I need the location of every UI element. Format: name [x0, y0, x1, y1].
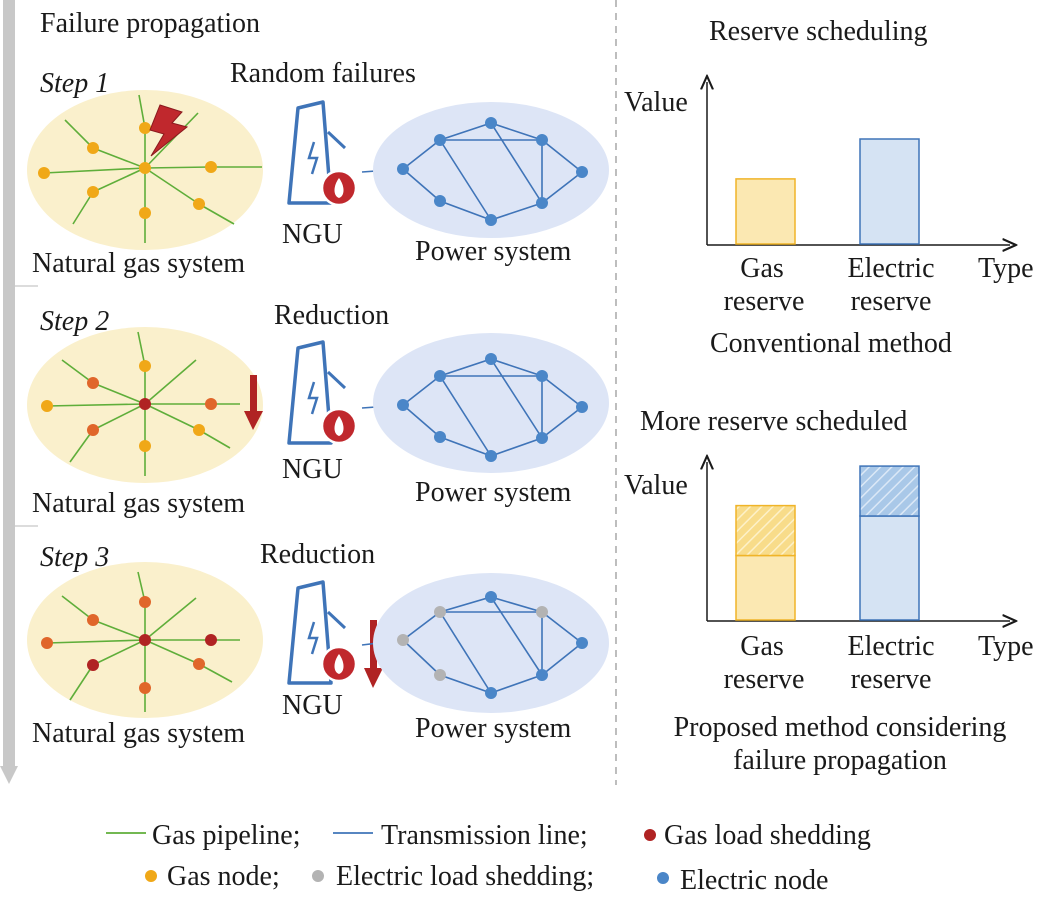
- gas-node-legend-dot: [145, 870, 157, 882]
- ngu-label: NGU: [282, 219, 343, 250]
- electric-reserve-bar-additional: [859, 465, 920, 517]
- legend-gas-pipeline: Gas pipeline;: [152, 820, 301, 851]
- gas-reserve-bar: [735, 178, 796, 245]
- step-3-label: Step 3: [40, 542, 109, 573]
- proposed-caption-line1: Proposed method considering: [674, 712, 1007, 743]
- legend-electric-node: Electric node: [680, 865, 828, 896]
- conventional-method-caption: Conventional method: [710, 328, 952, 359]
- power-system-label: Power system: [415, 236, 572, 267]
- proposed-bars: [735, 465, 920, 621]
- gas-reserve-bar-base: [735, 554, 796, 621]
- lightning-icon: [149, 104, 189, 157]
- y-axis-label: Value: [624, 87, 688, 118]
- step-2-label: Step 2: [40, 306, 109, 337]
- electric-reserve-bar: [859, 138, 920, 245]
- conventional-bars: [735, 138, 920, 245]
- category-label-gas-line1: Gas: [740, 631, 784, 662]
- gas-nodes: [41, 596, 217, 694]
- category-label-gas-line2: reserve: [724, 664, 805, 695]
- legend-gas-load-shedding: Gas load shedding: [664, 820, 871, 851]
- category-label-electric-line1: Electric: [847, 253, 934, 284]
- power-system-area: [373, 573, 609, 713]
- electric-nodes: [397, 591, 588, 699]
- gas-nodes: [41, 360, 217, 452]
- step-2-event: Reduction: [274, 300, 389, 331]
- category-label-electric-line1: Electric: [847, 631, 934, 662]
- y-axis-label: Value: [624, 470, 688, 501]
- ngu-icon: [287, 340, 358, 445]
- electric-nodes: [397, 117, 588, 226]
- ngu-icon: [287, 580, 358, 685]
- power-system-label: Power system: [415, 477, 572, 508]
- ngu-icon: [287, 100, 358, 207]
- electric-reserve-bar-base: [859, 515, 920, 621]
- proposed-caption-line2: failure propagation: [733, 745, 947, 776]
- electric-node-legend-dot: [657, 872, 669, 884]
- gas-nodes: [38, 122, 217, 219]
- category-label-gas-line1: Gas: [740, 253, 784, 284]
- legend-gas-node: Gas node;: [167, 861, 280, 892]
- transmission-network: [402, 358, 584, 457]
- ngu-label: NGU: [282, 690, 343, 721]
- legend-transmission-line: Transmission line;: [381, 820, 588, 851]
- step-3-panel: Step 3 Reduction NGU: [27, 539, 609, 749]
- category-label-gas-line2: reserve: [724, 286, 805, 317]
- gas-system-label: Natural gas system: [32, 718, 245, 749]
- gas-reserve-bar-additional: [735, 504, 796, 557]
- timeline-arrow: [0, 0, 38, 784]
- step-3-event: Reduction: [260, 539, 375, 570]
- gas-system-label: Natural gas system: [32, 488, 245, 519]
- electric-load-shedding-legend-dot: [312, 870, 324, 882]
- step-1-panel: Step 1 Random failures NGU: [27, 58, 609, 279]
- legend: Gas pipeline; Transmission line; Gas loa…: [106, 820, 871, 896]
- power-system-area: [373, 333, 609, 473]
- power-system-label: Power system: [415, 713, 572, 744]
- power-system-area: [373, 102, 609, 238]
- legend-electric-load-shedding: Electric load shedding;: [336, 861, 594, 892]
- gas-pipeline-network: [46, 571, 240, 712]
- failure-propagation-title: Failure propagation: [40, 8, 260, 39]
- step-1-event: Random failures: [230, 58, 416, 89]
- category-label-electric-line2: reserve: [851, 664, 932, 695]
- x-axis-label: Type: [978, 253, 1034, 284]
- reduction-arrow: [244, 375, 263, 430]
- gas-load-shedding-legend-dot: [644, 829, 656, 841]
- gas-system-label: Natural gas system: [32, 248, 245, 279]
- step-2-panel: Step 2 Reduction: [27, 300, 609, 519]
- more-reserve-header: More reserve scheduled: [640, 406, 907, 437]
- electric-nodes: [397, 353, 588, 462]
- step-1-label: Step 1: [40, 68, 109, 99]
- ngu-label: NGU: [282, 454, 343, 485]
- x-axis-label: Type: [978, 631, 1034, 662]
- category-label-electric-line2: reserve: [851, 286, 932, 317]
- reserve-scheduling-title: Reserve scheduling: [709, 16, 928, 47]
